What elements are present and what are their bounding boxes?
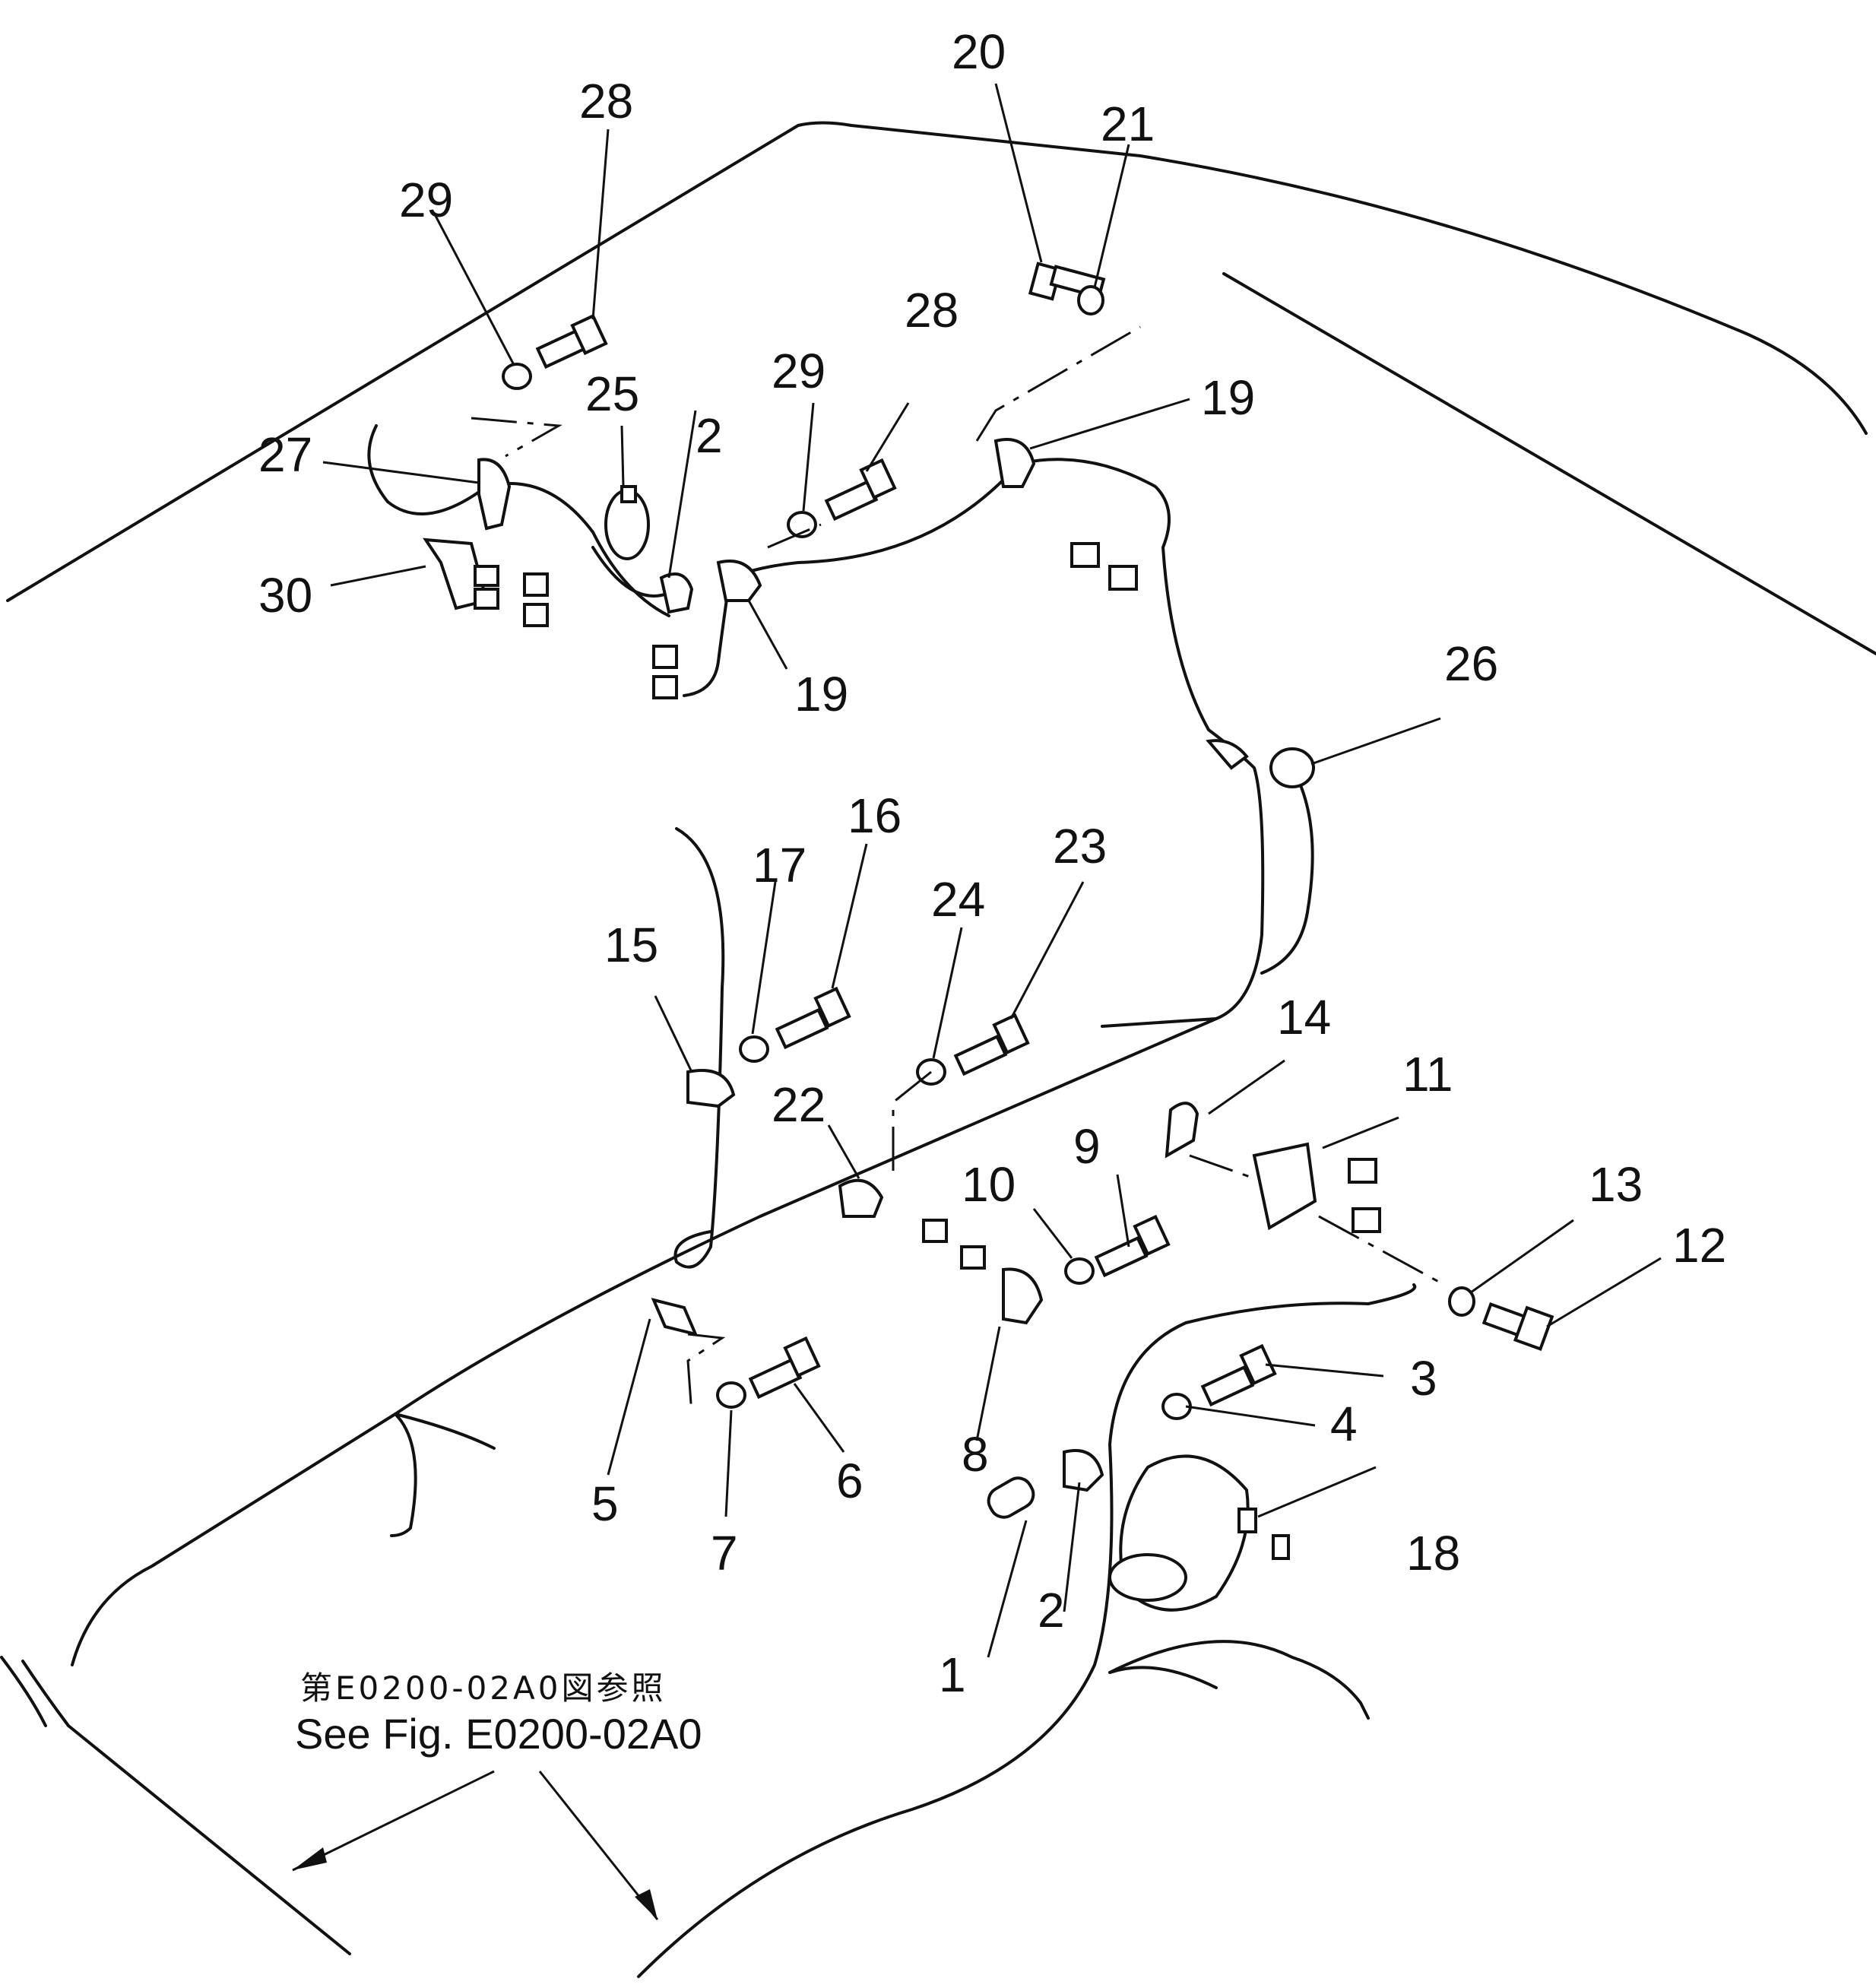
bolt-3	[1200, 1343, 1277, 1407]
callout-numbers: 1 2 2 3 4 5 6 7 8 9 10 11 12 13 14 15 16…	[258, 24, 1726, 1702]
callout-26: 26	[1444, 636, 1498, 691]
callout-18: 18	[1406, 1526, 1460, 1581]
connectors-mid	[922, 1219, 986, 1270]
washer-10	[1064, 1257, 1095, 1285]
callout-29-left: 29	[399, 173, 453, 227]
clamp-8	[1002, 1267, 1044, 1325]
figure-reference: 第E0200-02A0図参照 See Fig. E0200-02A0	[295, 1669, 702, 1758]
arrow-head-right	[635, 1889, 658, 1920]
callout-28-mid: 28	[905, 283, 959, 338]
callout-9: 9	[1073, 1119, 1101, 1174]
bracket-30	[423, 537, 549, 627]
clamp-15	[686, 1069, 736, 1108]
callout-14: 14	[1277, 990, 1331, 1045]
washer-29-left	[502, 363, 532, 390]
callout-28-left: 28	[579, 74, 633, 128]
parts	[423, 262, 1554, 1612]
callout-19-right: 19	[1201, 370, 1255, 425]
callout-8: 8	[962, 1427, 989, 1482]
clip-26	[1206, 739, 1315, 788]
callout-1: 1	[939, 1647, 966, 1702]
frame-outline	[6, 121, 1876, 655]
callout-11: 11	[1402, 1047, 1453, 1102]
callout-23: 23	[1053, 819, 1107, 874]
callout-20: 20	[952, 24, 1006, 79]
clamp-27	[477, 458, 512, 531]
reference-arrows	[292, 1770, 659, 1920]
bolt-28-left	[535, 313, 608, 369]
callout-24: 24	[931, 872, 985, 927]
callout-15: 15	[604, 918, 658, 972]
grommet-25	[604, 485, 650, 560]
bolt-16	[775, 986, 851, 1050]
callout-29-mid: 29	[772, 344, 826, 398]
callout-3: 3	[1410, 1351, 1437, 1406]
callout-7: 7	[711, 1526, 738, 1581]
leader-lines	[322, 83, 1662, 1658]
callout-12: 12	[1672, 1218, 1726, 1273]
callout-2-upper: 2	[696, 408, 723, 463]
callout-25: 25	[585, 366, 639, 421]
callout-4: 4	[1330, 1397, 1358, 1451]
callout-13: 13	[1589, 1157, 1643, 1212]
washer-17	[739, 1035, 769, 1063]
bolt-6	[748, 1336, 821, 1400]
horn-18	[1108, 1454, 1290, 1612]
callout-21: 21	[1101, 97, 1155, 151]
washer-7	[716, 1381, 746, 1409]
callout-6: 6	[836, 1454, 864, 1508]
bracket-11	[1252, 1142, 1381, 1233]
bolt-12	[1481, 1302, 1554, 1352]
callout-27: 27	[258, 427, 312, 482]
clip-5	[651, 1298, 699, 1336]
clamp-2-upper	[659, 572, 694, 614]
harness-wires	[0, 424, 1417, 1978]
reference-japanese: 第E0200-02A0図参照	[300, 1669, 666, 1707]
bolt-28-mid	[824, 458, 897, 522]
callout-5: 5	[591, 1476, 619, 1531]
reference-english: See Fig. E0200-02A0	[295, 1710, 702, 1758]
callout-30: 30	[258, 568, 312, 623]
callout-10: 10	[962, 1157, 1016, 1212]
dashed-lines	[471, 325, 1445, 1415]
clamp-19-left	[716, 560, 762, 602]
bolt-23	[953, 1013, 1030, 1076]
callout-17: 17	[753, 838, 806, 893]
callout-19-left: 19	[794, 667, 848, 721]
bolt-9	[1094, 1214, 1171, 1278]
clamp-2-lower	[1063, 1449, 1104, 1492]
clamp-19-right	[993, 438, 1036, 488]
connectors-upper	[652, 542, 1138, 699]
arrow-head-left	[293, 1847, 327, 1870]
callout-2-lower: 2	[1038, 1583, 1065, 1638]
washer-13	[1448, 1286, 1475, 1317]
callout-16: 16	[848, 788, 902, 843]
clamp-22	[838, 1178, 884, 1218]
clip-14	[1165, 1102, 1199, 1159]
spacer-1	[987, 1476, 1035, 1519]
washer-21	[1077, 285, 1104, 315]
callout-22: 22	[772, 1077, 826, 1132]
